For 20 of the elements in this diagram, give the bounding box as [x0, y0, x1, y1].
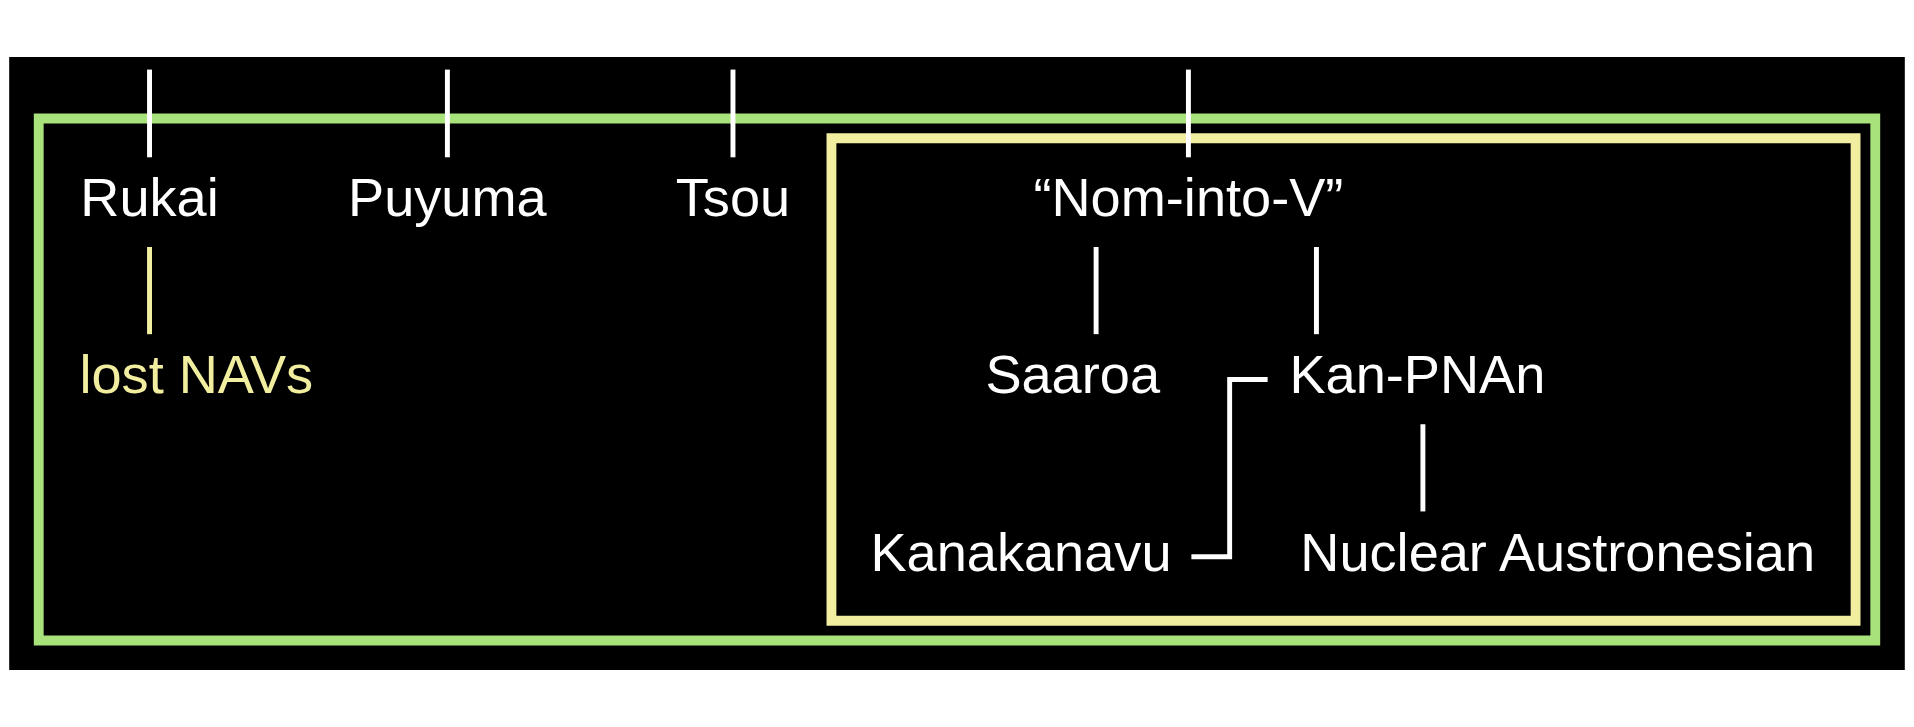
- connector: [444, 69, 450, 158]
- node-text: Puyuma: [348, 167, 547, 228]
- connector: [1191, 377, 1268, 560]
- cluster: [826, 133, 1861, 626]
- connector: [730, 69, 736, 158]
- node-text: Nuclear Austronesian: [1300, 521, 1816, 582]
- node-text: Rukai: [80, 167, 219, 228]
- node-text: Kanakanavu: [870, 521, 1172, 582]
- node-text: Kan-PNAn: [1289, 344, 1546, 405]
- connector: [1313, 247, 1319, 335]
- connector: [1420, 424, 1426, 512]
- cluster: [33, 113, 1881, 646]
- node-text: “Nom-into-V”: [1033, 167, 1344, 228]
- node-text: lost NAVs: [79, 344, 314, 405]
- connector: [1093, 247, 1099, 335]
- connector: [147, 69, 152, 158]
- node-text: Saaroa: [985, 344, 1161, 405]
- node-text: Tsou: [675, 167, 791, 228]
- connector: [1185, 69, 1191, 158]
- connector: [147, 247, 152, 335]
